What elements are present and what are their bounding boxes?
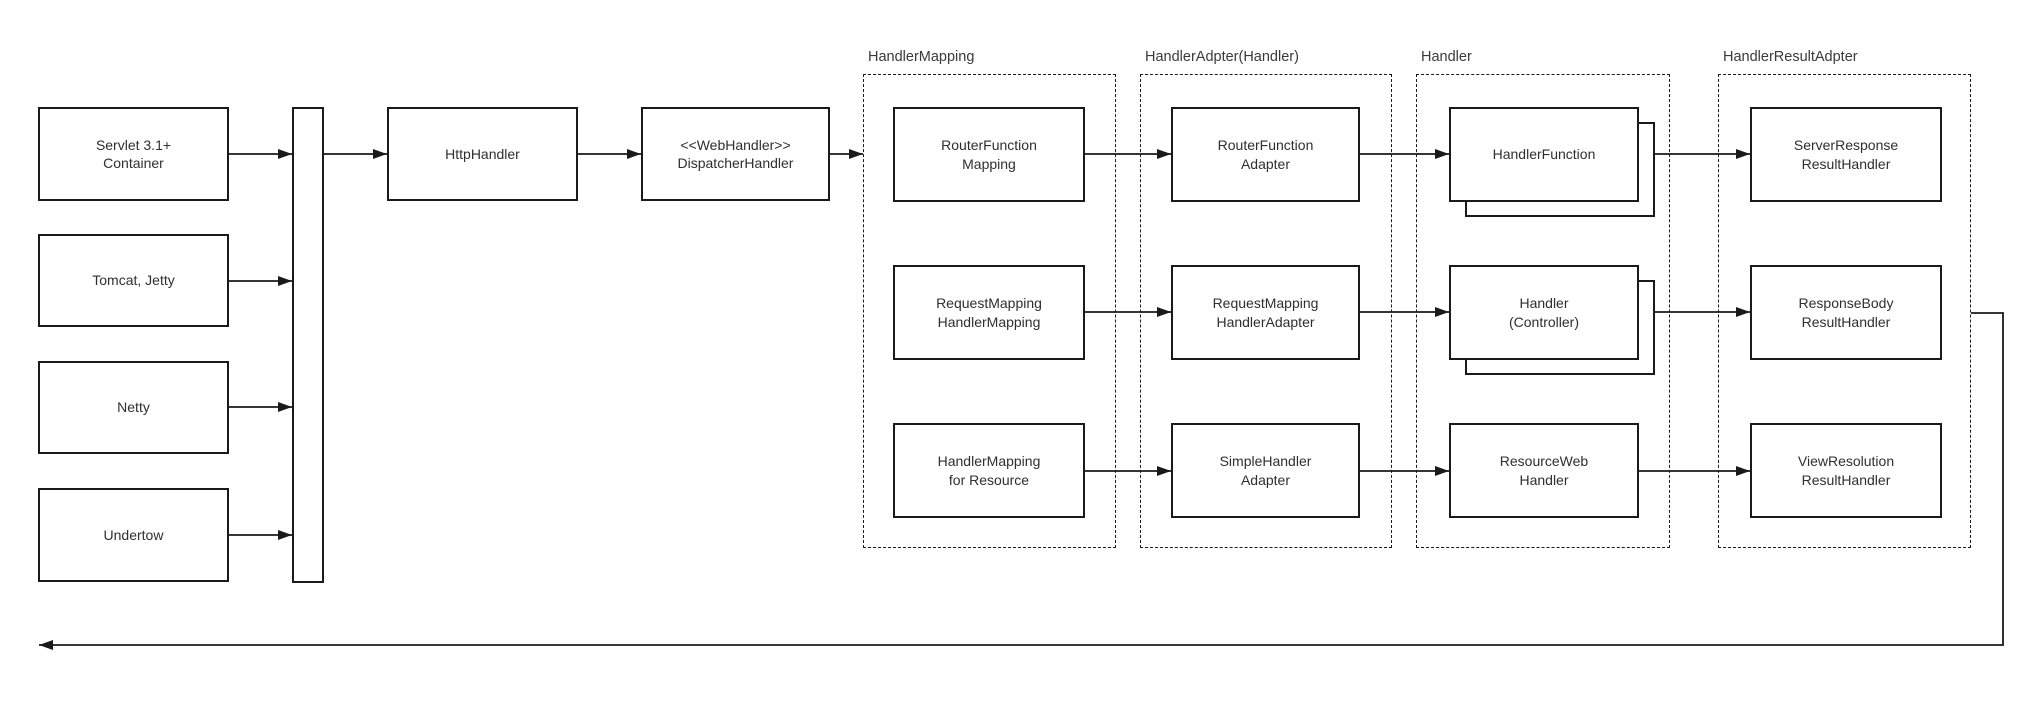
node-label: Handler (Controller) (1508, 295, 1579, 330)
node-label: Tomcat, Jetty (92, 272, 175, 289)
node-tomcat-jetty: Tomcat, Jetty (38, 234, 229, 327)
node-label: <<WebHandler>> DispatcherHandler (677, 136, 794, 171)
node-requestmapping-handlermapping: RequestMapping HandlerMapping (893, 265, 1085, 360)
node-label: RequestMapping HandlerAdapter (1212, 295, 1319, 330)
node-requestmapping-handleradapter: RequestMapping HandlerAdapter (1171, 265, 1360, 360)
node-label: RequestMapping HandlerMapping (936, 295, 1042, 330)
node-label: RouterFunction Mapping (941, 137, 1037, 172)
request-bus-bar (292, 107, 324, 583)
node-netty: Netty (38, 361, 229, 454)
node-routerfunction-adapter: RouterFunction Adapter (1171, 107, 1360, 202)
group-label-handler-adapter: HandlerAdpter(Handler) (1145, 49, 1299, 65)
node-label: HttpHandler (445, 145, 520, 162)
node-undertow: Undertow (38, 488, 229, 582)
node-servlet-container: Servlet 3.1+ Container (38, 107, 229, 201)
node-resourceweb-handler: ResourceWeb Handler (1449, 423, 1639, 518)
node-label: HandlerFunction (1492, 146, 1596, 163)
node-serverresponse-resulthandler: ServerResponse ResultHandler (1750, 107, 1942, 202)
group-label-handler-mapping: HandlerMapping (868, 49, 975, 65)
node-label: Undertow (103, 526, 164, 543)
node-handlerfunction: HandlerFunction (1449, 107, 1639, 202)
node-label: ServerResponse ResultHandler (1793, 137, 1899, 172)
node-responsebody-resulthandler: ResponseBody ResultHandler (1750, 265, 1942, 360)
node-simplehandler-adapter: SimpleHandler Adapter (1171, 423, 1360, 518)
node-http-handler: HttpHandler (387, 107, 578, 201)
node-handler-controller: Handler (Controller) (1449, 265, 1639, 360)
node-label: ViewResolution ResultHandler (1797, 453, 1895, 488)
node-routerfunction-mapping: RouterFunction Mapping (893, 107, 1085, 202)
node-label: Netty (117, 399, 150, 416)
node-viewresolution-resulthandler: ViewResolution ResultHandler (1750, 423, 1942, 518)
node-label: SimpleHandler Adapter (1219, 453, 1312, 488)
node-label: HandlerMapping for Resource (937, 453, 1041, 488)
node-label: ResourceWeb Handler (1499, 453, 1589, 488)
node-dispatcher-handler: <<WebHandler>> DispatcherHandler (641, 107, 830, 201)
node-label: RouterFunction Adapter (1217, 137, 1314, 172)
node-label: ResponseBody ResultHandler (1798, 295, 1894, 330)
group-label-handler-result-adapter: HandlerResultAdpter (1723, 49, 1858, 65)
group-label-handler: Handler (1421, 49, 1472, 65)
node-handlermapping-for-resource: HandlerMapping for Resource (893, 423, 1085, 518)
node-label: Servlet 3.1+ Container (95, 136, 172, 171)
